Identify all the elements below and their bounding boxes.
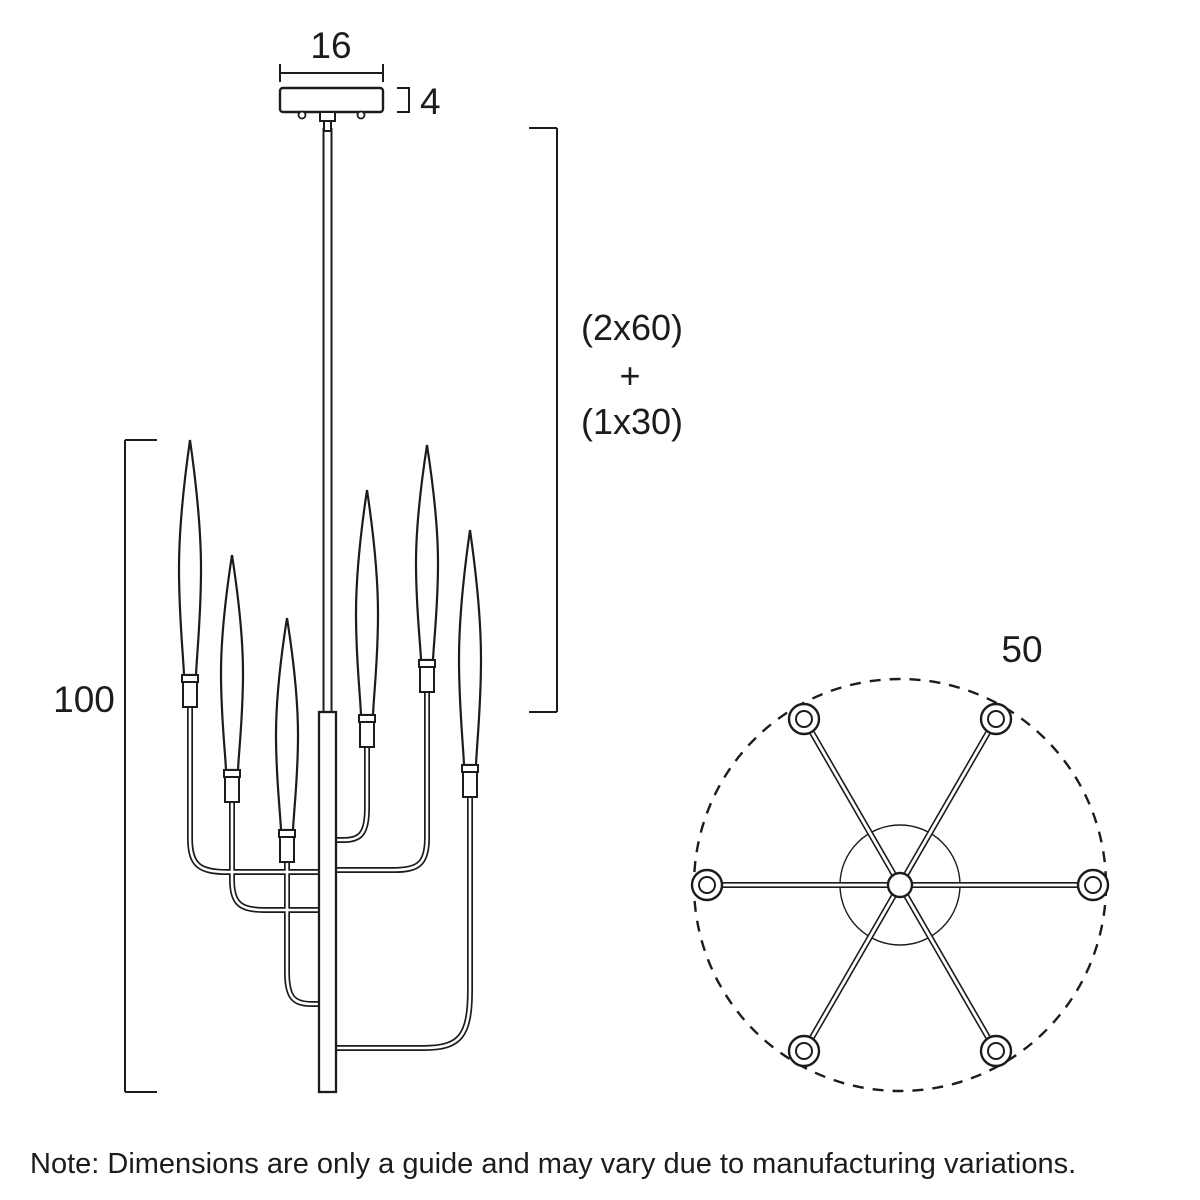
- bulb-glass: [177, 439, 203, 677]
- socket-band: [461, 764, 479, 773]
- arm-path: [328, 796, 473, 1051]
- central-down-rod: [317, 128, 338, 1094]
- radial-arm-inner: [904, 894, 990, 1039]
- socket-holder: [359, 721, 375, 748]
- canopy-height-label: 4: [420, 81, 441, 122]
- socket-ring-inner: [795, 710, 813, 728]
- bulb-glass: [457, 529, 483, 767]
- socket-ring-inner: [987, 1042, 1005, 1060]
- socket-ring-inner: [698, 876, 716, 894]
- socket-band: [418, 659, 436, 668]
- rod-length-label-line1: (2x60): [581, 307, 683, 348]
- rod-length-label-line2: +: [619, 355, 640, 396]
- canopy-screw: [297, 110, 307, 120]
- canopy-stem-connector: [319, 111, 336, 122]
- rod-lower-thick: [317, 710, 338, 1094]
- arm-path: [187, 706, 327, 875]
- dimension-canopy-height: 4: [397, 81, 441, 122]
- fixture-height-label: 100: [53, 679, 115, 720]
- dimension-canopy-width: 16: [279, 25, 384, 82]
- arm-path-inner: [285, 861, 327, 1006]
- lamp-bulbs: [177, 439, 483, 832]
- front-elevation-view: 16 4 (2x60) + (1x30) 100: [53, 25, 683, 1094]
- canopy-stem-neck: [323, 120, 332, 132]
- canopy-plate: [278, 86, 385, 114]
- socket-ring-inner: [1084, 876, 1102, 894]
- socket-ring-inner: [987, 710, 1005, 728]
- rod-length-label-line3: (1x30): [581, 401, 683, 442]
- note-text: Note: Dimensions are only a guide and ma…: [30, 1148, 1076, 1180]
- socket-holder: [224, 776, 240, 803]
- lamp-arms-inner: [188, 691, 472, 1050]
- socket-ring-inner: [795, 1042, 813, 1060]
- arm-path: [328, 691, 430, 873]
- bulb-glass: [354, 489, 380, 717]
- canopy-screw: [356, 110, 366, 120]
- socket-holder: [279, 836, 295, 863]
- socket-band: [181, 674, 199, 683]
- center-hub: [886, 871, 914, 899]
- arm-path-inner: [230, 801, 327, 912]
- rod-upper-thin: [322, 128, 333, 713]
- canopy-width-label: 16: [310, 25, 351, 66]
- socket-holder: [462, 771, 478, 798]
- ceiling-canopy: [278, 86, 385, 132]
- dimension-fixture-height: 100: [53, 439, 157, 1093]
- arm-path-inner: [328, 691, 429, 872]
- radial-arm-inner: [810, 731, 896, 876]
- arm-path-inner: [328, 746, 369, 842]
- dimension-rod-length: (2x60) + (1x30): [529, 127, 683, 713]
- socket-band: [358, 714, 376, 723]
- radial-arm-inner: [810, 894, 896, 1039]
- top-plan-view: 50: [690, 629, 1110, 1093]
- radial-arm-inner: [904, 731, 990, 876]
- arm-path-inner: [328, 796, 472, 1050]
- socket-holder: [182, 681, 198, 708]
- socket-band: [278, 829, 296, 838]
- bulb-glass: [414, 444, 440, 662]
- socket-holder: [419, 666, 435, 693]
- diameter-label: 50: [1001, 629, 1042, 670]
- bulb-sockets: [181, 659, 479, 863]
- arm-path-inner: [188, 706, 327, 874]
- socket-band: [223, 769, 241, 778]
- bulb-glass: [219, 554, 245, 772]
- arm-end-sockets: [690, 702, 1110, 1068]
- bulb-glass: [274, 617, 300, 832]
- radial-arms-inner: [722, 731, 1078, 1039]
